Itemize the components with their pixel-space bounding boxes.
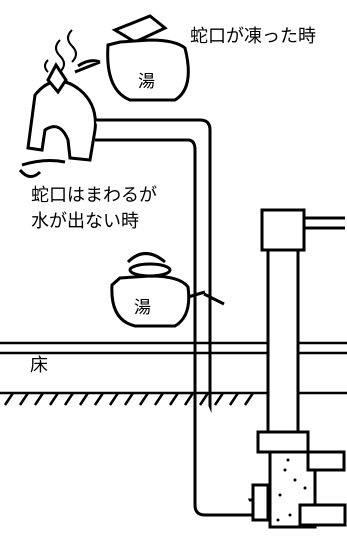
upper-kettle (74, 14, 190, 102)
lower-kettle (110, 252, 225, 328)
lower-kettle-text: 湯 (134, 298, 151, 318)
floor-label: 床 (30, 355, 48, 376)
frozen-faucet-label: 蛇口が凍った時 (190, 26, 316, 47)
upper-kettle-text: 湯 (138, 72, 155, 92)
turns-no-water-label-line1: 蛇口はまわるが (31, 185, 157, 206)
steam-lines (44, 29, 77, 73)
turns-no-water-label-line2: 水が出ない時 (31, 211, 139, 232)
floor (0, 341, 347, 406)
frozen-faucet (18, 62, 97, 178)
gravel-texture (276, 458, 307, 522)
main-pipe (256, 208, 347, 529)
